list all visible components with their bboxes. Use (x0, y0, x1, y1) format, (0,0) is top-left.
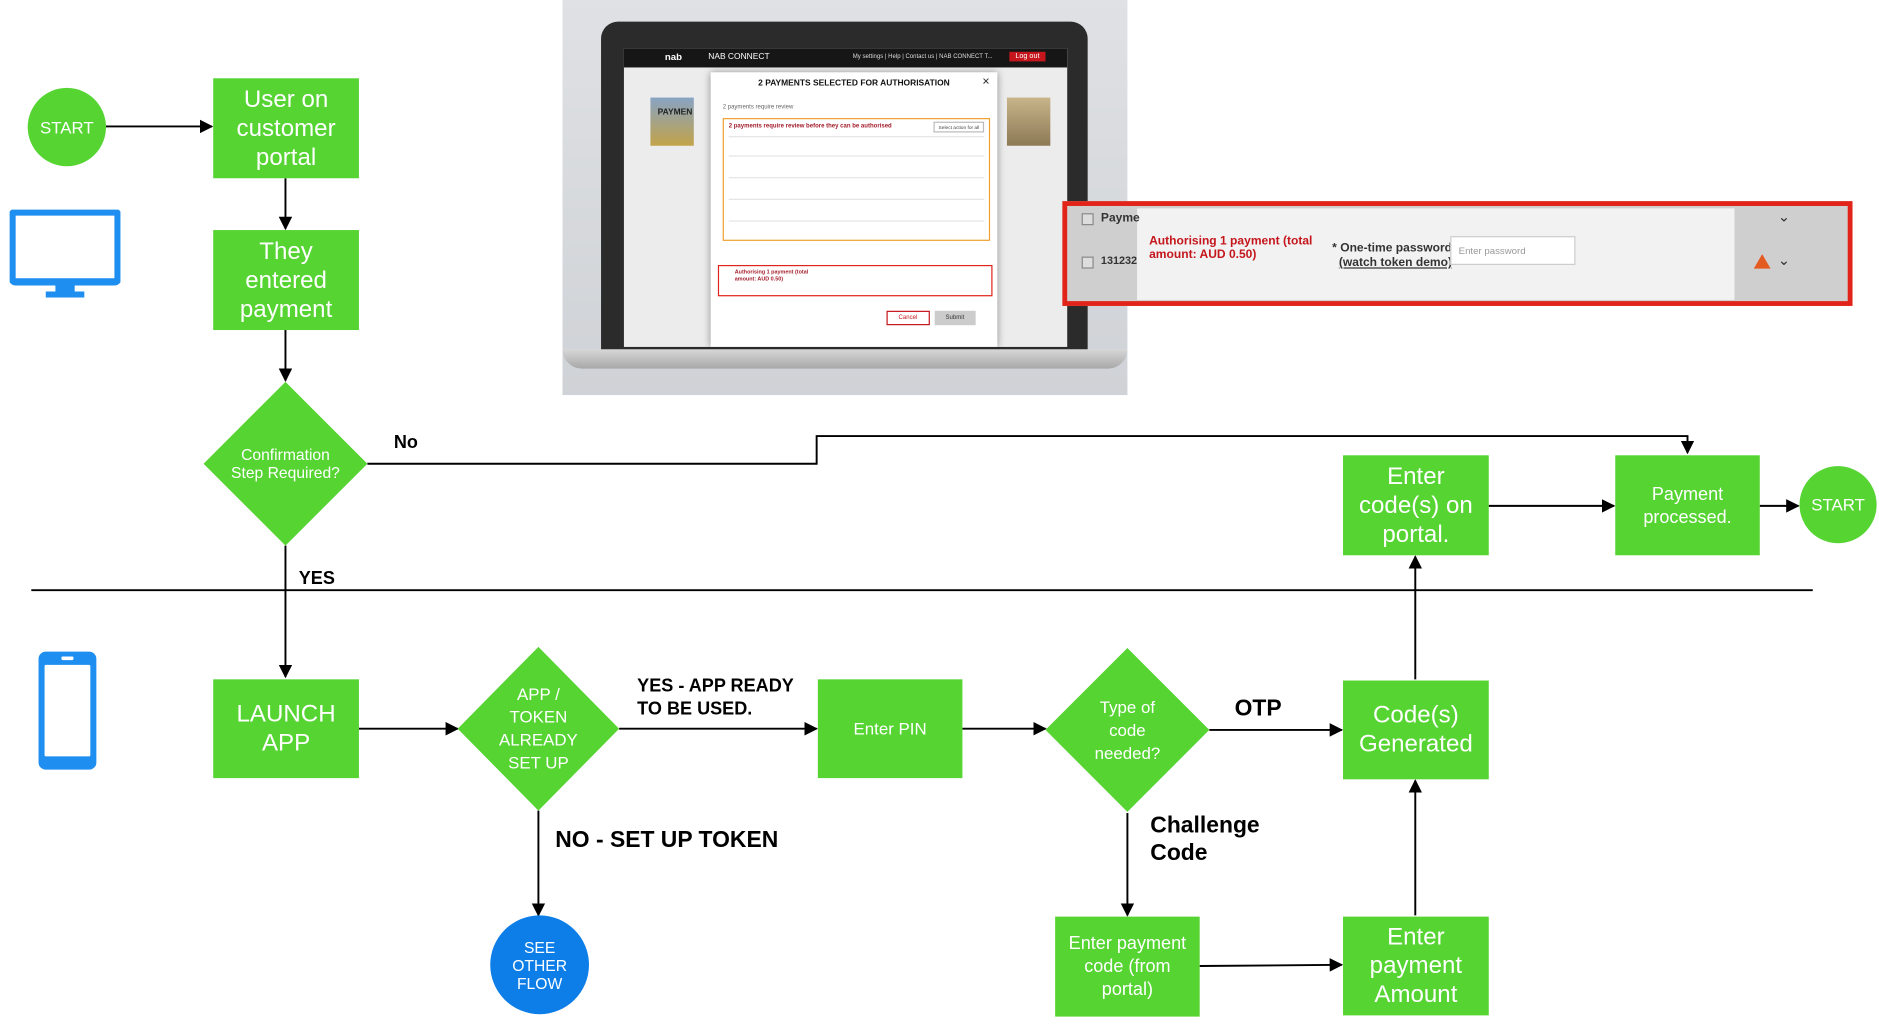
review-box: 2 payments require review before they ca… (722, 118, 991, 241)
see-other-flow-node: SEE OTHER FLOW (490, 915, 590, 1015)
row-checkbox[interactable] (1081, 213, 1094, 226)
password-input[interactable]: Enter password (1450, 236, 1576, 265)
yes-app-ready-label: YES - APP READY TO BE USED. (637, 675, 794, 720)
close-icon[interactable]: ✕ (982, 75, 991, 87)
banner-image-left (650, 97, 694, 146)
no-label: No (393, 432, 418, 453)
laptop-frame: PAYMEN nab NAB CONNECT My settings | Hel… (601, 21, 1088, 355)
token-demo-link[interactable]: (watch token demo) (1338, 256, 1452, 270)
authorisation-modal: 2 PAYMENTS SELECTED FOR AUTHORISATION ✕ … (710, 72, 998, 347)
desktop-monitor-icon (9, 209, 121, 298)
edge-code-entry-to-amount (1199, 958, 1344, 972)
mobile-phone-icon (38, 651, 97, 770)
nab-logo: nab (664, 51, 683, 63)
no-setup-token-label: NO - SET UP TOKEN (555, 827, 779, 853)
table-row (728, 198, 985, 200)
zoom-auth-summary: Authorising 1 payment (total amount: AUD… (1149, 234, 1313, 262)
laptop-base (562, 349, 1128, 369)
code-type-label: Type of code needed? (1094, 696, 1161, 762)
confirmation-label: Confirmation Step Required? (231, 445, 340, 482)
challenge-code-label: Challenge Code (1150, 813, 1260, 867)
chevron-down-icon[interactable]: ⌄ (1777, 251, 1790, 269)
confirmation-decision: Confirmation Step Required? (203, 381, 368, 546)
user-on-portal-node: User on customer portal (213, 78, 359, 179)
cancel-button[interactable]: Cancel (886, 310, 930, 326)
laptop-screen: PAYMEN nab NAB CONNECT My settings | Hel… (623, 48, 1068, 347)
banner-image-right (1006, 97, 1051, 146)
zoom-inner-panel (1137, 208, 1735, 300)
table-row (728, 155, 985, 157)
review-link[interactable]: 2 payments require review (722, 103, 794, 111)
otp-field-label: * One-time password (1332, 242, 1452, 256)
otp-label: OTP (1234, 696, 1282, 722)
row-checkbox[interactable] (1081, 256, 1094, 269)
start-end-node: START (1799, 466, 1877, 544)
start-node: START (27, 87, 106, 167)
codes-generated-node: Code(s) Generated (1343, 680, 1489, 780)
logout-button[interactable]: Log out (1009, 51, 1046, 62)
nab-connect-title: NAB CONNECT (708, 52, 770, 62)
enter-codes-portal-node: Enter code(s) on portal. (1343, 455, 1489, 556)
enter-payment-code-node: Enter payment code (from portal) (1055, 916, 1200, 1017)
chevron-down-icon[interactable]: ⌄ (1777, 208, 1790, 226)
portal-screenshot: PAYMEN nab NAB CONNECT My settings | Hel… (562, 0, 1128, 396)
select-action-dropdown[interactable]: Select action for all (933, 121, 985, 133)
launch-app-node: LAUNCH APP (213, 679, 359, 779)
modal-title: 2 PAYMENTS SELECTED FOR AUTHORISATION (758, 79, 950, 88)
nab-header-bar: nab NAB CONNECT My settings | Help | Con… (623, 48, 1068, 68)
header-nav-links[interactable]: My settings | Help | Contact us | NAB CO… (852, 52, 993, 61)
warning-triangle-icon (1753, 254, 1771, 269)
yes-label: YES (298, 568, 335, 590)
payment-column-header: Payme (1100, 211, 1140, 226)
app-token-label: APP / TOKEN ALREADY SET UP (499, 684, 578, 773)
table-row (728, 177, 985, 179)
zoom-callout: Payme 131232 Authorising 1 payment (tota… (1062, 201, 1853, 306)
auth-summary-text: Authorising 1 payment (total amount: AUD… (734, 268, 809, 282)
submit-button[interactable]: Submit (934, 310, 976, 326)
enter-pin-node: Enter PIN (817, 679, 963, 779)
entered-payment-node: They entered payment (213, 230, 359, 331)
payment-id: 131232 (1100, 254, 1138, 267)
payment-processed-node: Payment processed. (1615, 455, 1760, 556)
app-token-decision: APP / TOKEN ALREADY SET UP (457, 646, 620, 811)
table-row (728, 220, 985, 222)
otp-label-block: * One-time password (watch token demo) (1332, 242, 1452, 271)
edge-no-to-processed (367, 435, 1695, 465)
review-box-heading: 2 payments require review before they ca… (728, 122, 892, 131)
page-title: PAYMEN (657, 108, 693, 117)
table-row (728, 136, 985, 138)
enter-payment-amount-node: Enter payment Amount (1343, 916, 1489, 1016)
auth-highlight-box (717, 264, 993, 297)
code-type-decision: Type of code needed? (1045, 648, 1210, 812)
